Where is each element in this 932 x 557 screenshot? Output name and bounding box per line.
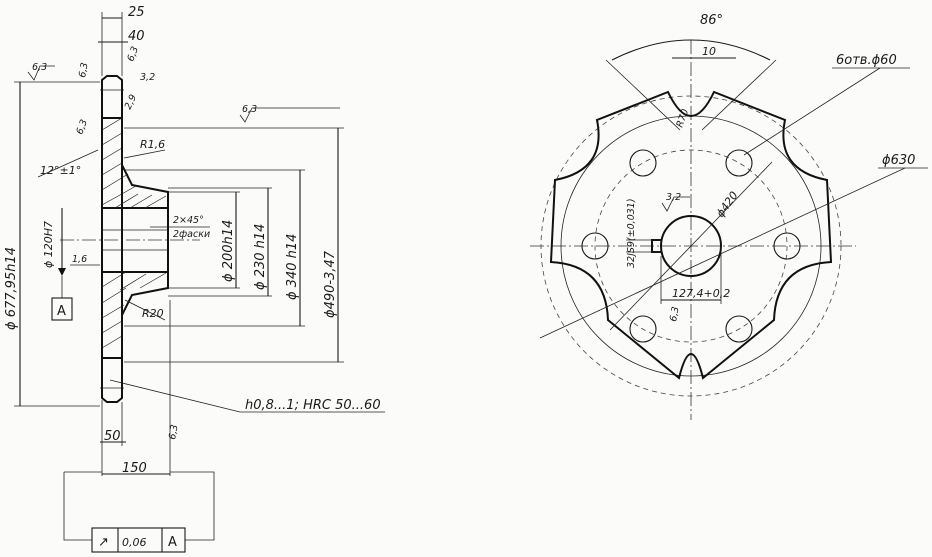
hole-pitch-circle <box>594 149 788 343</box>
angle-label: 86° <box>700 13 723 28</box>
keyway-width-label: 32JS9(±0,031) <box>626 198 637 268</box>
dim-outer-diameter: ϕ 677,95h14 <box>4 81 100 407</box>
width-label: 10 <box>702 45 716 58</box>
bore-dim-label: ϕ 120H7 <box>42 221 55 268</box>
d340-label: ϕ 340 h14 <box>285 234 300 300</box>
dim-50-label: 50 <box>104 429 121 444</box>
radius-label: R1,6 <box>140 138 165 151</box>
dim-25-label: 25 <box>128 5 145 20</box>
d490-label: ϕ490-3,47 <box>323 250 338 318</box>
roughness-label: 6,3 <box>668 306 681 323</box>
roughness-label: 2,9 <box>123 93 139 111</box>
angle-label: 12°±1° <box>40 164 81 177</box>
runout-icon: ↗ <box>98 535 109 550</box>
radius-label: R70 <box>674 108 691 129</box>
dim-200: ϕ 200h14 <box>168 191 240 289</box>
chamfer-label: 2×45° <box>173 215 204 226</box>
outer-diameter-label: ϕ 677,95h14 <box>4 247 19 330</box>
front-view: 86° 10 6отв.ϕ60 ϕ630 R70 ϕ420 32JS9(±0,0… <box>530 13 928 420</box>
d420-label: ϕ420 <box>714 189 741 220</box>
d630-label: ϕ630 <box>882 153 915 168</box>
dim-340: ϕ 340 h14 <box>124 169 305 327</box>
tolerance-datum: A <box>168 535 177 550</box>
roughness-label: 6,3 <box>77 62 90 79</box>
holes-callout: 6отв.ϕ60 <box>836 53 897 68</box>
tolerance-frame: ↗ 0,06 A <box>91 527 186 553</box>
hub <box>102 164 169 316</box>
roughness-label: 6,3 <box>167 424 180 441</box>
roughness-label: 6,3 <box>242 104 257 115</box>
roughness-label: 1,6 <box>72 254 87 265</box>
dim-25: 25 <box>101 5 145 76</box>
keyway-depth-label: 127,4+0,2 <box>672 287 730 300</box>
dim-40-label: 40 <box>128 29 145 44</box>
dim-490: ϕ490-3,47 <box>124 127 344 363</box>
outer-dashed-circle <box>540 95 842 397</box>
dim-230: ϕ 230 h14 <box>168 187 272 297</box>
dim-150-label: 150 <box>122 461 147 476</box>
sprocket-web <box>100 75 124 403</box>
d230-label: ϕ 230 h14 <box>253 224 268 290</box>
sprocket-outline <box>549 90 833 380</box>
roughness-label: 6,3 <box>125 45 141 63</box>
roughness-label: 3,2 <box>140 72 155 83</box>
hardness-note: h0,8...1; HRC 50...60 <box>245 398 381 413</box>
d200-label: ϕ 200h14 <box>221 220 236 282</box>
section-view: 25 40 6,3 6,3 6,3 3,2 2,9 6,3 6,3 12°±1°… <box>4 5 385 553</box>
roughness-label: 6,3 <box>74 118 90 136</box>
chamfer-note: 2фаски <box>173 229 210 240</box>
section-hatching <box>101 117 167 349</box>
datum-label: A <box>57 304 66 319</box>
tolerance-value: 0,06 <box>122 536 147 549</box>
dim-40: 40 <box>98 29 145 44</box>
mounting-holes <box>581 149 801 343</box>
